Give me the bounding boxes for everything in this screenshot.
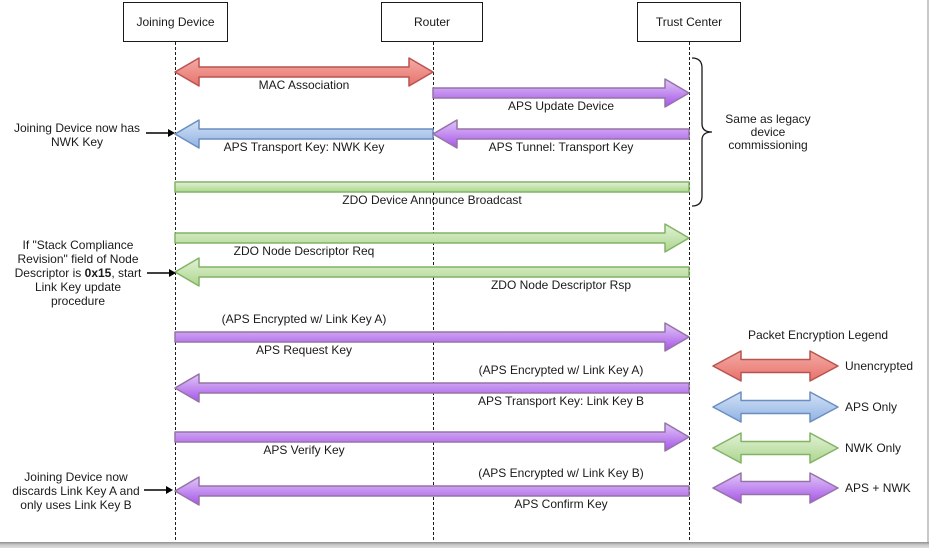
bottom-scroll-edge[interactable] — [0, 542, 929, 548]
message-label: APS Update Device — [507, 99, 615, 113]
brace-note-line: device — [750, 125, 786, 139]
legend-label-unencrypted: Unencrypted — [845, 359, 914, 373]
message-arrow-nwk_only — [174, 181, 690, 193]
annotation-pointer-arrow-icon — [147, 269, 176, 277]
lifeline-router — [433, 42, 434, 540]
legend-title: Packet Encryption Legend — [747, 328, 889, 342]
message-arrow-aps_nwk — [174, 476, 690, 506]
entity-label: Router — [413, 15, 451, 29]
brace-note: Same as legacy device commissioning — [712, 113, 824, 152]
entity-box-joining-device: Joining Device — [123, 2, 228, 42]
message-encryption-note: (APS Encrypted w/ Link Key B) — [478, 466, 644, 480]
message-arrow-nwk_only — [174, 257, 690, 287]
entity-label: Trust Center — [655, 15, 723, 29]
legend-arrow-unencrypted-icon — [712, 350, 839, 382]
message-encryption-note: (APS Encrypted w/ Link Key A) — [221, 312, 387, 326]
lifeline-joining-device — [175, 42, 176, 540]
message-label: MAC Association — [258, 78, 350, 92]
entity-label: Joining Device — [136, 15, 215, 29]
brace-note-line: commissioning — [728, 138, 808, 152]
legend-label-aps-nwk: APS + NWK — [845, 481, 911, 495]
message-label: ZDO Node Descriptor Req — [233, 244, 375, 258]
right-edge-border — [927, 0, 929, 548]
message-arrow-aps_nwk — [432, 78, 690, 108]
entity-box-trust-center: Trust Center — [637, 2, 741, 42]
legend-arrow-aps_only-icon — [712, 391, 839, 423]
legend-label-aps-only: APS Only — [845, 400, 898, 414]
legend-arrow-aps_nwk-icon — [712, 472, 839, 504]
legend-arrow-nwk_only-icon — [712, 432, 839, 464]
curly-brace — [691, 57, 713, 207]
message-arrow-aps_nwk — [174, 322, 690, 352]
brace-note-line: Same as legacy — [725, 112, 811, 126]
legend-label-nwk-only: NWK Only — [845, 441, 902, 455]
message-arrow-nwk_only — [174, 223, 690, 253]
entity-box-router: Router — [381, 2, 483, 42]
message-arrow-aps_nwk — [432, 119, 690, 149]
lifeline-trust-center — [689, 42, 690, 540]
message-label: APS Request Key — [255, 343, 353, 357]
message-arrow-aps_nwk — [174, 422, 690, 452]
message-label: ZDO Device Announce Broadcast — [342, 193, 522, 207]
message-label: ZDO Node Descriptor Rsp — [490, 278, 632, 292]
message-label: APS Tunnel: Transport Key — [488, 140, 634, 154]
message-label: APS Verify Key — [263, 443, 345, 457]
annotation-pointer-arrow-icon — [144, 486, 173, 494]
message-arrow-aps_nwk — [174, 373, 690, 403]
message-encryption-note: (APS Encrypted w/ Link Key A) — [478, 363, 644, 377]
message-label: APS Transport Key: NWK Key — [223, 140, 385, 154]
message-label: APS Confirm Key — [514, 497, 608, 511]
message-arrow-aps_only — [174, 119, 434, 149]
message-label: APS Transport Key: Link Key B — [477, 394, 645, 408]
message-arrow-unencrypted — [174, 57, 434, 87]
annotation-pointer-arrow-icon — [146, 129, 175, 137]
